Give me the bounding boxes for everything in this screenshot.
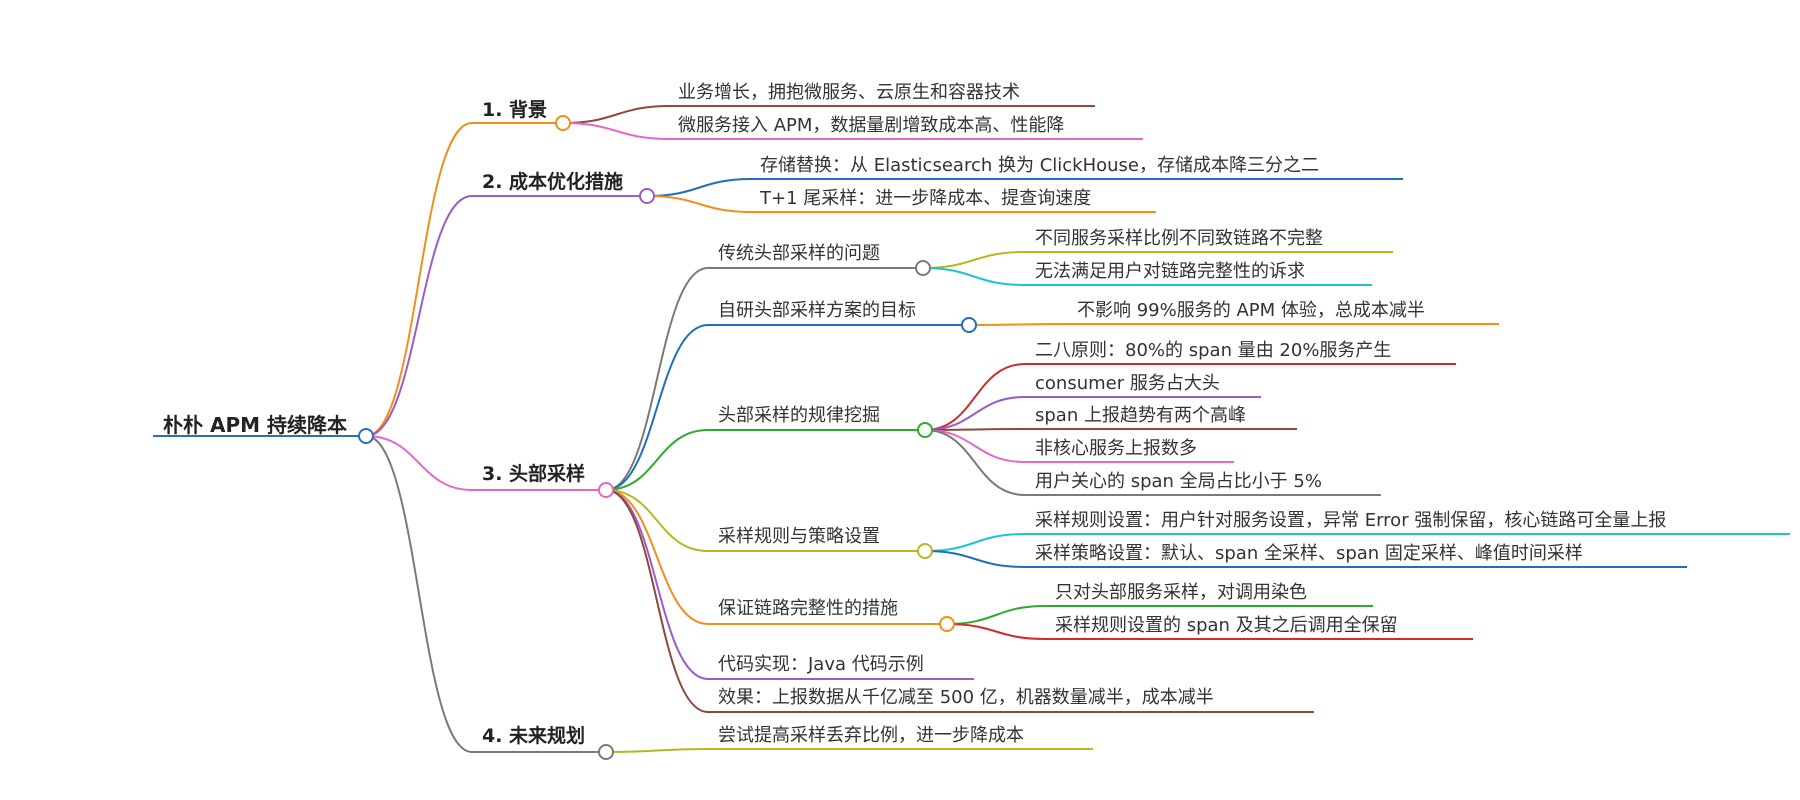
connector-sub-3-leaf-3 [924,428,1026,431]
connector-branch-3-sub-2 [605,324,709,491]
leaf-apm-data-surge[interactable]: 微服务接入 APM，数据量剧增致成本高、性能降 [678,115,1065,136]
leaf-noncore-many[interactable]: 非核心服务上报数多 [1035,438,1197,459]
connector-branch-4-leaf-1 [605,748,709,753]
branch-background[interactable]: 1. 背景 [482,99,548,121]
connector-branch-2-leaf-1 [646,178,753,197]
connector-branch-2-leaf-2 [646,195,753,213]
sub-node-circle-2[interactable] [961,317,977,333]
leaf-rule-setting[interactable]: 采样规则设置：用户针对服务设置，异常 Error 强制保留，核心链路可全量上报 [1035,510,1667,531]
connector-sub-5-leaf-1 [946,605,1046,625]
connector-sub-3-leaf-1 [924,363,1026,431]
sub-self-developed-goal[interactable]: 自研头部采样方案的目标 [718,300,916,321]
connector-branch-1-leaf-2 [562,122,671,140]
leaf-ratio-incomplete[interactable]: 不同服务采样比例不同致链路不完整 [1035,228,1323,249]
connector-branch-1-leaf-1 [562,105,671,124]
root-node[interactable]: 朴朴 APM 持续降本 [163,413,347,437]
connector-sub-3-leaf-5 [924,429,1026,496]
leaf-business-growth[interactable]: 业务增长，拥抱微服务、云原生和容器技术 [678,82,1020,103]
sub-rules-and-strategy[interactable]: 采样规则与策略设置 [718,526,880,547]
connector-sub-5-leaf-2 [946,623,1046,640]
connector-sub-4-leaf-2 [924,550,1026,568]
leaf-two-peaks[interactable]: span 上报趋势有两个高峰 [1035,405,1246,426]
branch-head-sampling[interactable]: 3. 头部采样 [482,463,586,485]
sub-effect[interactable]: 效果：上报数据从千亿减至 500 亿，机器数量减半，成本减半 [718,687,1214,708]
branch-future-plan[interactable]: 4. 未来规划 [482,725,586,747]
connector-branch-3-sub-6 [605,489,709,680]
connector-root-to-branch-4 [365,435,473,753]
leaf-storage-replace[interactable]: 存储替换：从 Elasticsearch 换为 ClickHouse，存储成本降… [760,155,1319,176]
leaf-pareto[interactable]: 二八原则：80%的 span 量由 20%服务产生 [1035,340,1392,361]
leaf-integrity-demand[interactable]: 无法满足用户对链路完整性的诉求 [1035,261,1305,282]
connector-root-to-branch-3 [365,435,473,491]
connector-branch-3-sub-3 [605,429,709,491]
connector-branch-3-sub-1 [605,267,709,491]
connector-root-to-branch-1 [365,122,473,437]
connector-sub-4-leaf-1 [924,533,1026,552]
branch-node-circle-2[interactable] [639,188,655,204]
sub-integrity-measures[interactable]: 保证链路完整性的措施 [718,598,898,619]
sub-code-implementation[interactable]: 代码实现：Java 代码示例 [718,654,924,675]
branch-cost-optimization[interactable]: 2. 成本优化措施 [482,171,624,193]
leaf-head-only-dye[interactable]: 只对头部服务采样，对调用染色 [1055,582,1307,603]
leaf-goal-half-cost[interactable]: 不影响 99%服务的 APM 体验，总成本减半 [1077,300,1425,321]
connector-sub-1-leaf-2 [922,267,1026,286]
connector-branch-3-sub-5 [605,489,709,625]
sub-node-circle-5[interactable] [939,616,955,632]
leaf-consumer-majority[interactable]: consumer 服务占大头 [1035,373,1220,394]
sub-node-circle-1[interactable] [915,260,931,276]
connector-root-to-branch-2 [365,195,473,437]
sub-node-circle-4[interactable] [917,543,933,559]
connector-sub-1-leaf-1 [922,251,1026,269]
leaf-raise-drop-ratio[interactable]: 尝试提高采样丢弃比例，进一步降成本 [718,725,1024,746]
branch-node-circle-3[interactable] [598,482,614,498]
branch-node-circle-1[interactable] [555,115,571,131]
connector-sub-3-leaf-4 [924,429,1026,463]
sub-pattern-mining[interactable]: 头部采样的规律挖掘 [718,405,880,426]
connector-sub-3-leaf-2 [924,396,1026,431]
sub-node-circle-3[interactable] [917,422,933,438]
connector-branch-3-sub-7 [605,489,709,713]
leaf-user-span-ratio[interactable]: 用户关心的 span 全局占比小于 5% [1035,471,1322,492]
leaf-tail-sampling[interactable]: T+1 尾采样：进一步降成本、提查询速度 [760,188,1092,209]
branch-node-circle-4[interactable] [598,744,614,760]
root-node-circle[interactable] [358,428,374,444]
leaf-keep-after-span[interactable]: 采样规则设置的 span 及其之后调用全保留 [1055,615,1398,636]
connector-branch-3-sub-4 [605,489,709,552]
leaf-strategy-setting[interactable]: 采样策略设置：默认、span 全采样、span 固定采样、峰值时间采样 [1035,543,1583,564]
sub-traditional-problems[interactable]: 传统头部采样的问题 [718,243,880,264]
connector-sub-2-leaf-1 [968,323,1068,326]
